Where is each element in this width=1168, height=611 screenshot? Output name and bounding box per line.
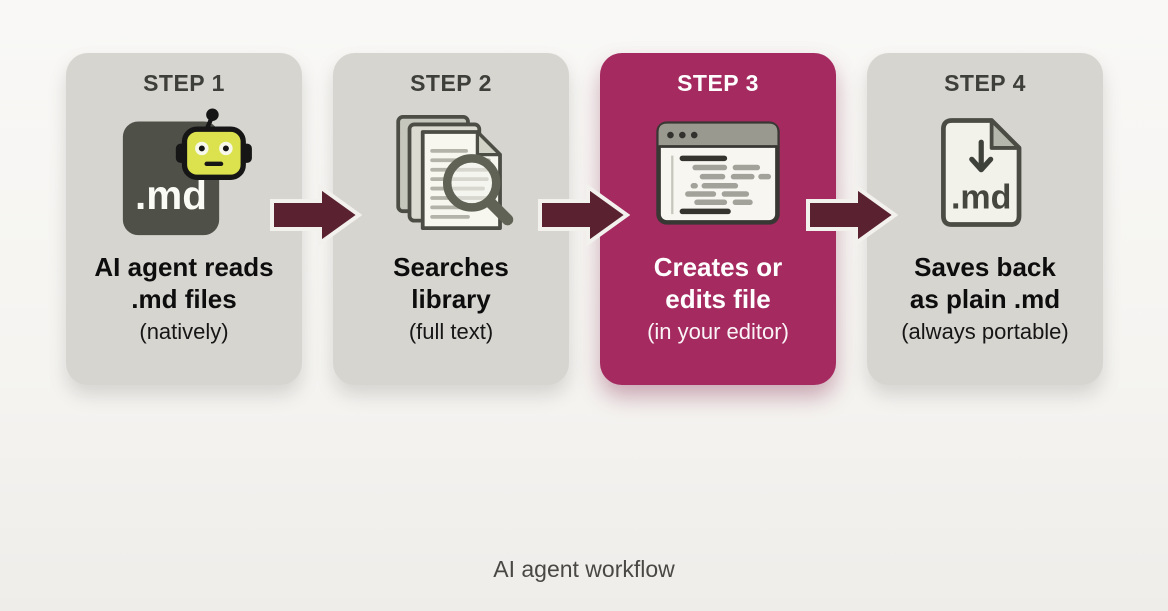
step-3-subtitle: (in your editor) xyxy=(647,319,789,344)
step-3-title-line-2: edits file xyxy=(665,284,771,314)
step-1-title: AI agent reads .md files xyxy=(94,251,273,315)
md-label: .md xyxy=(951,178,1011,216)
step-1-title-line-1: AI agent reads xyxy=(94,252,274,282)
step-2-subtitle: (full text) xyxy=(408,319,494,344)
step-4-subtitle: (always portable) xyxy=(901,319,1069,344)
step-3-label: STEP 3 xyxy=(677,70,759,96)
arrow-right-icon xyxy=(270,184,362,246)
arrow-right-icon xyxy=(806,184,898,246)
step-2-title-line-2: library xyxy=(411,284,491,314)
step-2-title-line-1: Searches xyxy=(393,252,509,282)
md-file-download-icon: .md xyxy=(933,103,1037,243)
step-1-subtitle: (natively) xyxy=(139,319,229,344)
code-editor-window-icon xyxy=(654,103,782,243)
step-3-title-line-1: Creates or xyxy=(653,252,783,282)
documents-search-icon xyxy=(385,103,517,243)
card-step-3: STEP 3 xyxy=(600,53,836,385)
step-4-title-line-2: as plain .md xyxy=(909,284,1061,314)
step-4-title-line-1: Saves back xyxy=(914,252,1056,282)
step-4-title: Saves back as plain .md xyxy=(910,251,1060,315)
steps-row: STEP 1 .md AI agent reads .md files xyxy=(66,53,1103,385)
card-step-4: STEP 4 .md Saves back as plain .md (alwa… xyxy=(867,53,1103,385)
card-step-2: STEP 2 Searches li xyxy=(333,53,569,385)
diagram-caption: AI agent workflow xyxy=(493,556,675,582)
step-3-title: Creates or edits file xyxy=(654,251,783,315)
step-1-title-line-2: .md files xyxy=(131,284,237,314)
step-2-label: STEP 2 xyxy=(410,70,492,96)
step-4-label: STEP 4 xyxy=(944,70,1026,96)
step-2-title: Searches library xyxy=(393,251,509,315)
step-1-label: STEP 1 xyxy=(143,70,225,96)
card-step-1: STEP 1 .md AI agent reads .md files xyxy=(66,53,302,385)
arrow-right-icon xyxy=(538,184,630,246)
md-file-robot-icon: .md xyxy=(117,103,252,243)
